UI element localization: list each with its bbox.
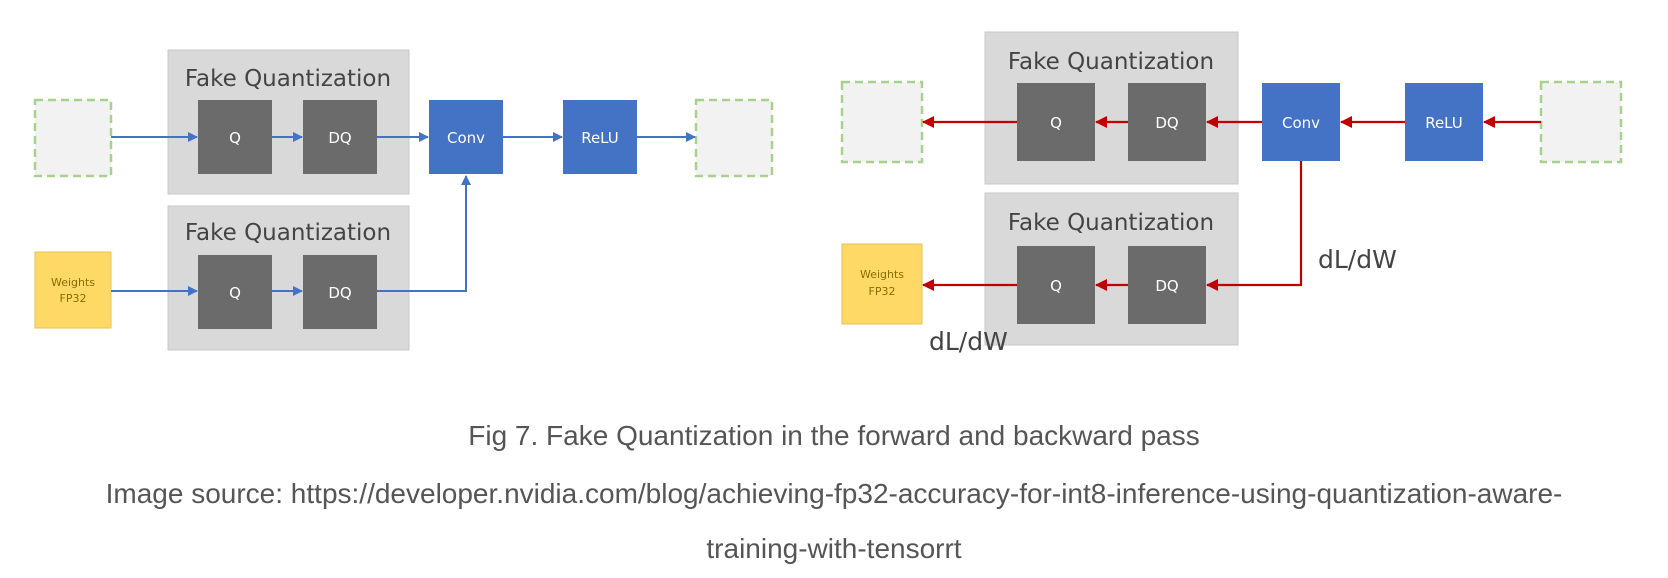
forward-dq-label-top: DQ <box>328 129 351 147</box>
forward-q-label-bottom: Q <box>229 284 241 302</box>
backward-weights-box <box>841 243 923 325</box>
forward-conv-label: Conv <box>447 129 485 147</box>
backward-q-label-top: Q <box>1050 114 1062 132</box>
backward-dq-label-bottom: DQ <box>1155 277 1178 295</box>
image-source-line-1: Image source: https://developer.nvidia.c… <box>105 478 1563 509</box>
backward-relu-label: ReLU <box>1425 114 1463 132</box>
forward-q-label-top: Q <box>229 129 241 147</box>
backward-dq-box-top <box>1128 83 1206 161</box>
backward-conv-label: Conv <box>1282 114 1320 132</box>
backward-fake-quant-label-bottom: Fake Quantization <box>1008 210 1214 236</box>
backward-conv-box <box>1262 83 1340 161</box>
backward-dq-box-bottom <box>1128 246 1206 324</box>
backward-dq-label-top: DQ <box>1155 114 1178 132</box>
forward-dq-box-bottom <box>303 255 377 329</box>
backward-output-placeholder <box>1539 80 1623 164</box>
figure-caption: Fig 7. Fake Quantization in the forward … <box>468 420 1200 451</box>
forward-dq-label-bottom: DQ <box>328 284 351 302</box>
forward-arrows <box>111 132 696 296</box>
backward-input-placeholder <box>840 80 924 164</box>
backward-relu-box <box>1405 83 1483 161</box>
backward-grad-label-left: dL/dW <box>929 327 1008 356</box>
image-source-line-2: training-with-tensorrt <box>706 533 962 564</box>
forward-fake-quant-label-bottom: Fake Quantization <box>185 220 391 246</box>
fake-quantization-diagram: Fake Quantization Fake Quantization Weig… <box>33 31 1623 356</box>
forward-conv-box <box>429 100 503 174</box>
forward-output-placeholder <box>694 98 774 178</box>
forward-weights-box <box>34 251 112 329</box>
backward-weights-label-2: FP32 <box>869 285 896 298</box>
forward-relu-label: ReLU <box>581 129 619 147</box>
backward-fake-quant-label-top: Fake Quantization <box>1008 49 1214 75</box>
backward-q-box-top <box>1017 83 1095 161</box>
forward-dq-box-top <box>303 100 377 174</box>
forward-input-placeholder <box>33 98 113 178</box>
forward-q-box-bottom <box>198 255 272 329</box>
backward-arrows <box>922 116 1541 291</box>
forward-relu-box <box>563 100 637 174</box>
backward-weights-label-1: Weights <box>860 268 904 281</box>
forward-pass: Fake Quantization Fake Quantization Weig… <box>33 49 774 351</box>
forward-q-box-top <box>198 100 272 174</box>
backward-q-label-bottom: Q <box>1050 277 1062 295</box>
backward-q-box-bottom <box>1017 246 1095 324</box>
backward-grad-label-right: dL/dW <box>1318 245 1397 274</box>
backward-pass: Fake Quantization Fake Quantization Weig… <box>840 31 1623 356</box>
forward-fake-quant-label-top: Fake Quantization <box>185 66 391 92</box>
forward-weights-label-1: Weights <box>51 276 95 289</box>
forward-weights-label-2: FP32 <box>60 292 87 305</box>
